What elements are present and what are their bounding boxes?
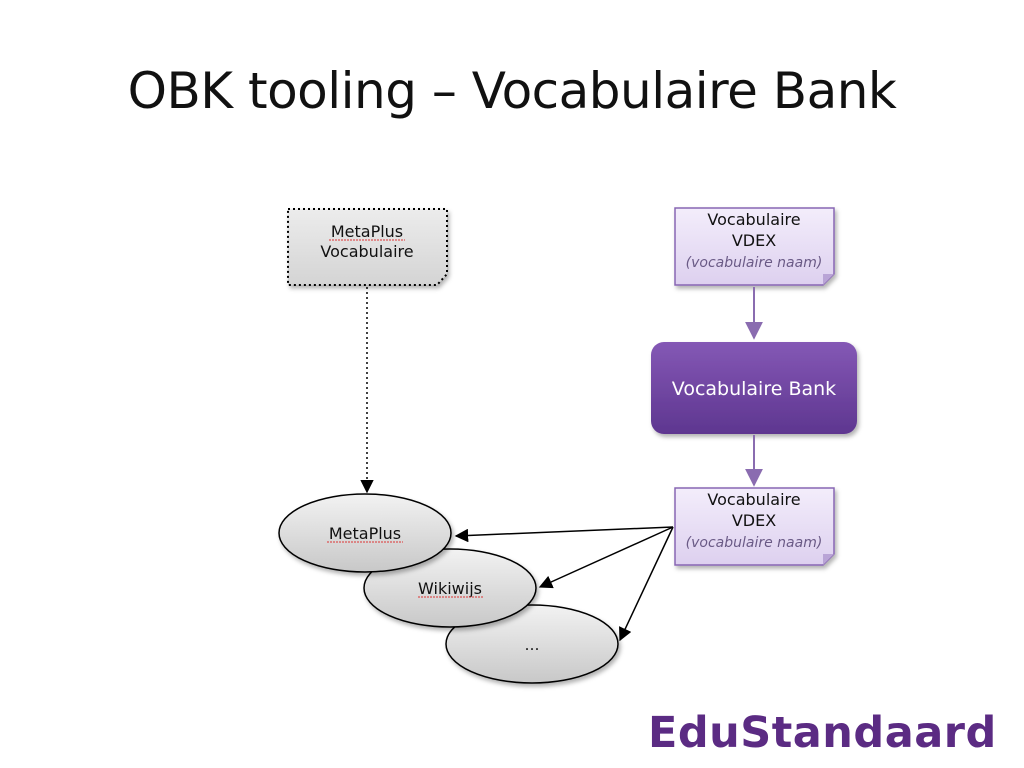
consumer-label-2: Wikiwijs	[418, 579, 482, 598]
consumer-ellipse-metaplus: MetaPlus	[278, 493, 452, 573]
consumer-ellipse-ellipsis: …	[445, 604, 619, 684]
arrow-to-ellipsis	[619, 526, 674, 642]
consumer-label-3: …	[525, 636, 540, 654]
metaplus-vocab-line1: MetaPlus	[331, 222, 403, 241]
slide-title: OBK tooling – Vocabulaire Bank	[127, 62, 897, 120]
vdex-top-line1: Vocabulaire	[707, 210, 800, 229]
consumer-label-1: MetaPlus	[329, 524, 401, 543]
vdex-top-node: Vocabulaire VDEX (vocabulaire naam)	[674, 207, 835, 286]
metaplus-vocabulaire-node: MetaPlus Vocabulaire	[287, 208, 448, 286]
vdex-bottom-line2: VDEX	[732, 511, 776, 530]
edustandaard-logo: EduStandaard	[648, 708, 997, 758]
vdex-top-line3: (vocabulaire naam)	[686, 255, 823, 271]
bank-label: Vocabulaire Bank	[672, 378, 836, 400]
metaplus-vocab-line2: Vocabulaire	[320, 242, 413, 261]
vdex-bottom-line1: Vocabulaire	[707, 490, 800, 509]
consumer-ellipse-wikiwijs: Wikiwijs	[363, 548, 537, 628]
arrow-to-wikiwijs	[538, 526, 674, 589]
vdex-bottom-line3: (vocabulaire naam)	[686, 535, 823, 551]
vocabulaire-bank-node: Vocabulaire Bank	[651, 342, 857, 434]
arrow-to-metaplus	[454, 526, 674, 543]
vdex-top-line2: VDEX	[732, 231, 776, 250]
vdex-bottom-node: Vocabulaire VDEX (vocabulaire naam)	[674, 487, 835, 566]
